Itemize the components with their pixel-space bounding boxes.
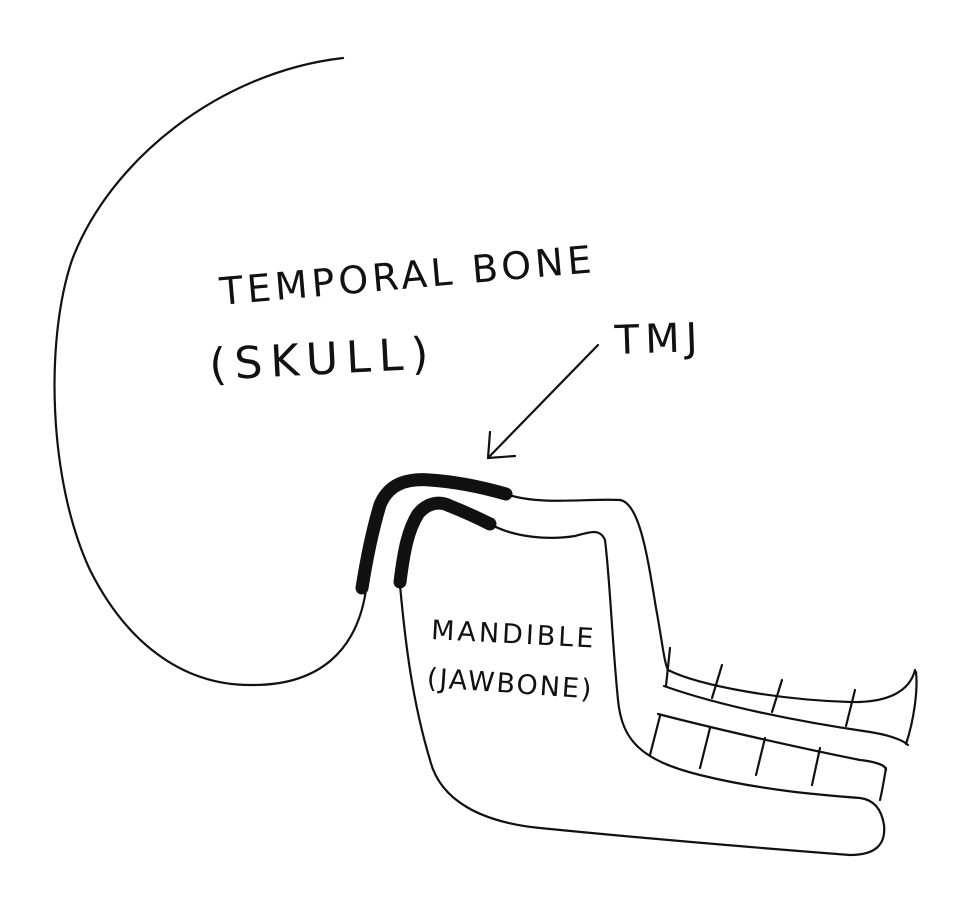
lower-teeth-edge [878,766,888,802]
tmj-arrowhead [486,430,517,460]
upper-tooth-divider [664,646,672,688]
upper-tooth-divider [710,663,724,700]
tmj-label: TMJ [614,314,705,364]
temporal-articular-surface [355,473,513,595]
lower-tooth-divider [810,746,822,787]
lower-teeth-top-line [656,712,888,772]
lower-tooth-divider [698,726,712,770]
upper-teeth-line [662,684,910,747]
mandible-outline [398,522,886,857]
mandible-condyle-surface [393,496,497,589]
upper-tooth-divider [844,688,857,728]
upper-teeth-edge [904,670,918,746]
lower-tooth-divider [754,736,767,777]
upper-jaw-outline [504,492,917,704]
skull-outline [53,56,368,687]
tmj-arrow [486,343,600,460]
upper-tooth-divider [770,678,784,714]
lower-tooth-divider [648,714,662,757]
